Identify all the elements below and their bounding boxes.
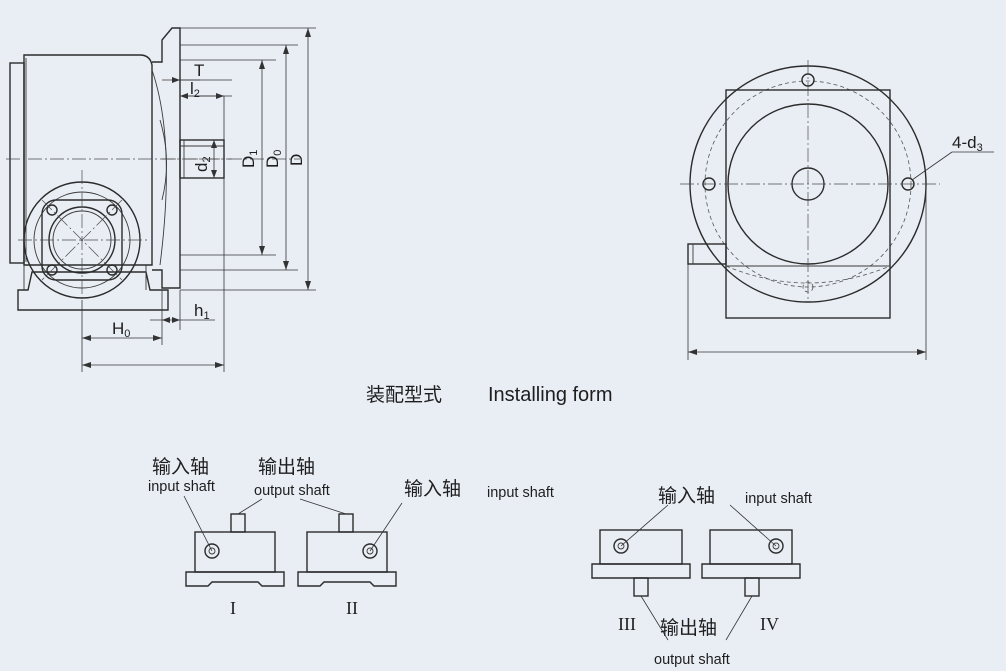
dim-D1-label: D1 [239, 150, 260, 168]
dim-T-label: T [194, 61, 204, 80]
form-III: III [591, 504, 691, 641]
output-shaft-zh-bottom: 输出轴 [660, 617, 717, 639]
input-shaft-en-left: input shaft [148, 479, 215, 495]
dim-H0-label: H0 [112, 319, 130, 340]
caption-en: Installing form [488, 384, 613, 406]
dim-D0-label: D0 [263, 150, 284, 168]
form-I: I [183, 495, 285, 618]
input-shaft-en-right: input shaft [487, 485, 554, 501]
form-III-label: III [618, 614, 636, 634]
form-IV: IV [701, 504, 801, 641]
input-shaft-zh-left: 输入轴 [152, 456, 209, 478]
dim-D-label: D [287, 154, 306, 166]
bolt-holes-label: 4-d3 [952, 133, 983, 154]
output-shaft-en-bottom: output shaft [654, 652, 730, 668]
form-II: II [297, 498, 403, 618]
form-II-label: II [346, 598, 358, 618]
output-shaft-en-top: output shaft [254, 483, 330, 499]
caption-zh: 装配型式 [366, 384, 442, 406]
form-I-label: I [230, 598, 236, 618]
input-shaft-zh-right: 输入轴 [404, 478, 461, 500]
forms-I-II-labels: 输入轴 input shaft 输出轴 output shaft 输入轴 inp… [148, 456, 554, 501]
dim-d2-label: d2 [192, 156, 213, 172]
side-view-dimensions: T l2 d2 D1 D0 D h1 H0 [81, 27, 316, 372]
front-view: 4-d3 [680, 60, 994, 360]
dim-h1-label: h1 [194, 301, 210, 322]
installing-form-caption: 装配型式 Installing form [366, 384, 613, 406]
input-shaft-zh-bottom: 输入轴 [658, 485, 715, 507]
output-shaft-zh-top: 输出轴 [258, 456, 315, 478]
forms-III-IV-labels: 输入轴 input shaft 输出轴 output shaft [654, 485, 812, 668]
dim-l2-label: l2 [190, 79, 200, 100]
form-IV-label: IV [760, 614, 779, 634]
input-shaft-en-bottom: input shaft [745, 491, 812, 507]
side-view [6, 27, 300, 311]
